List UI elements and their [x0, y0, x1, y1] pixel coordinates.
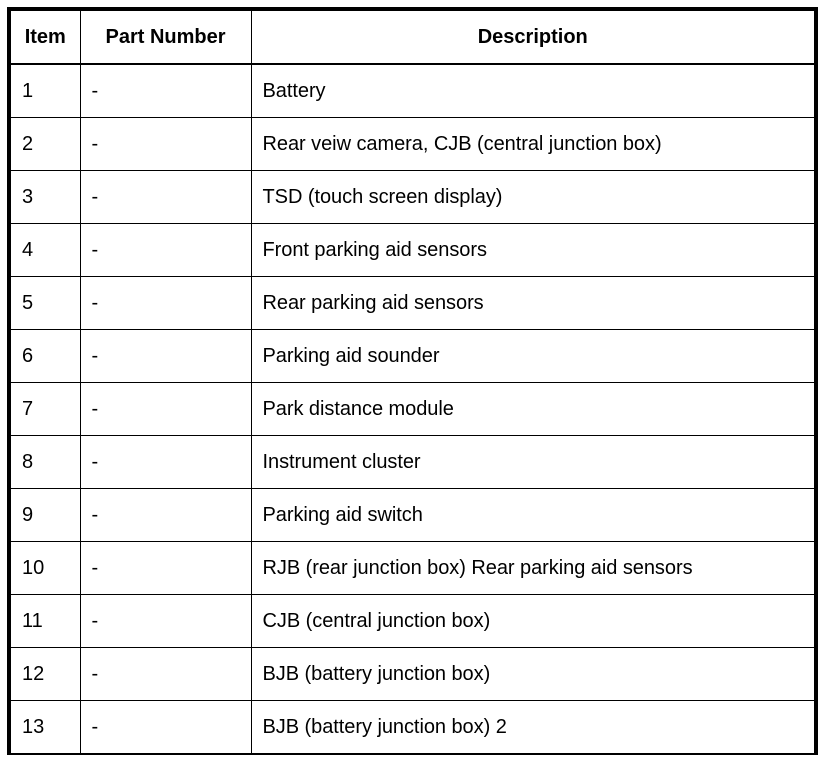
cell-description: RJB (rear junction box) Rear parking aid…	[250, 540, 814, 595]
table-row: 12-BJB (battery junction box)	[11, 646, 814, 701]
cell-item: 10	[11, 540, 81, 595]
cell-part-number: -	[79, 63, 252, 118]
table-row: 2-Rear veiw camera, CJB (central junctio…	[11, 116, 814, 171]
cell-description: Park distance module	[250, 381, 814, 436]
cell-item: 9	[11, 487, 81, 542]
cell-item: 1	[11, 63, 81, 118]
cell-part-number: -	[79, 593, 252, 648]
table-row: 10-RJB (rear junction box) Rear parking …	[11, 540, 814, 595]
table-row: 8-Instrument cluster	[11, 434, 814, 489]
cell-description: Battery	[250, 63, 814, 118]
cell-item: 12	[11, 646, 81, 701]
cell-item: 6	[11, 328, 81, 383]
table-row: 5-Rear parking aid sensors	[11, 275, 814, 330]
cell-description: Instrument cluster	[250, 434, 814, 489]
table-header-row: Item Part Number Description	[11, 11, 814, 65]
table-row: 13-BJB (battery junction box) 2	[11, 699, 814, 753]
column-header-item: Item	[11, 11, 81, 65]
table-header: Item Part Number Description	[11, 11, 814, 65]
cell-part-number: -	[79, 381, 252, 436]
cell-description: Rear veiw camera, CJB (central junction …	[250, 116, 814, 171]
cell-part-number: -	[79, 222, 252, 277]
cell-part-number: -	[79, 328, 252, 383]
cell-item: 2	[11, 116, 81, 171]
cell-description: TSD (touch screen display)	[250, 169, 814, 224]
cell-part-number: -	[79, 275, 252, 330]
cell-description: BJB (battery junction box)	[250, 646, 814, 701]
cell-item: 13	[11, 699, 81, 753]
table-row: 9-Parking aid switch	[11, 487, 814, 542]
cell-part-number: -	[79, 116, 252, 171]
cell-part-number: -	[79, 646, 252, 701]
table-row: 7-Park distance module	[11, 381, 814, 436]
cell-part-number: -	[79, 699, 252, 753]
cell-item: 11	[11, 593, 81, 648]
cell-item: 8	[11, 434, 81, 489]
table-row: 4-Front parking aid sensors	[11, 222, 814, 277]
column-header-description: Description	[250, 11, 814, 65]
table-row: 3-TSD (touch screen display)	[11, 169, 814, 224]
cell-part-number: -	[79, 169, 252, 224]
cell-item: 5	[11, 275, 81, 330]
cell-item: 7	[11, 381, 81, 436]
cell-description: Front parking aid sensors	[250, 222, 814, 277]
cell-description: BJB (battery junction box) 2	[250, 699, 814, 753]
cell-description: CJB (central junction box)	[250, 593, 814, 648]
table-row: 11-CJB (central junction box)	[11, 593, 814, 648]
cell-description: Parking aid switch	[250, 487, 814, 542]
cell-description: Rear parking aid sensors	[250, 275, 814, 330]
cell-part-number: -	[79, 540, 252, 595]
column-header-part-number: Part Number	[79, 11, 252, 65]
table-row: 1-Battery	[11, 63, 814, 118]
cell-part-number: -	[79, 434, 252, 489]
table-row: 6-Parking aid sounder	[11, 328, 814, 383]
cell-part-number: -	[79, 487, 252, 542]
cell-item: 3	[11, 169, 81, 224]
cell-description: Parking aid sounder	[250, 328, 814, 383]
cell-item: 4	[11, 222, 81, 277]
